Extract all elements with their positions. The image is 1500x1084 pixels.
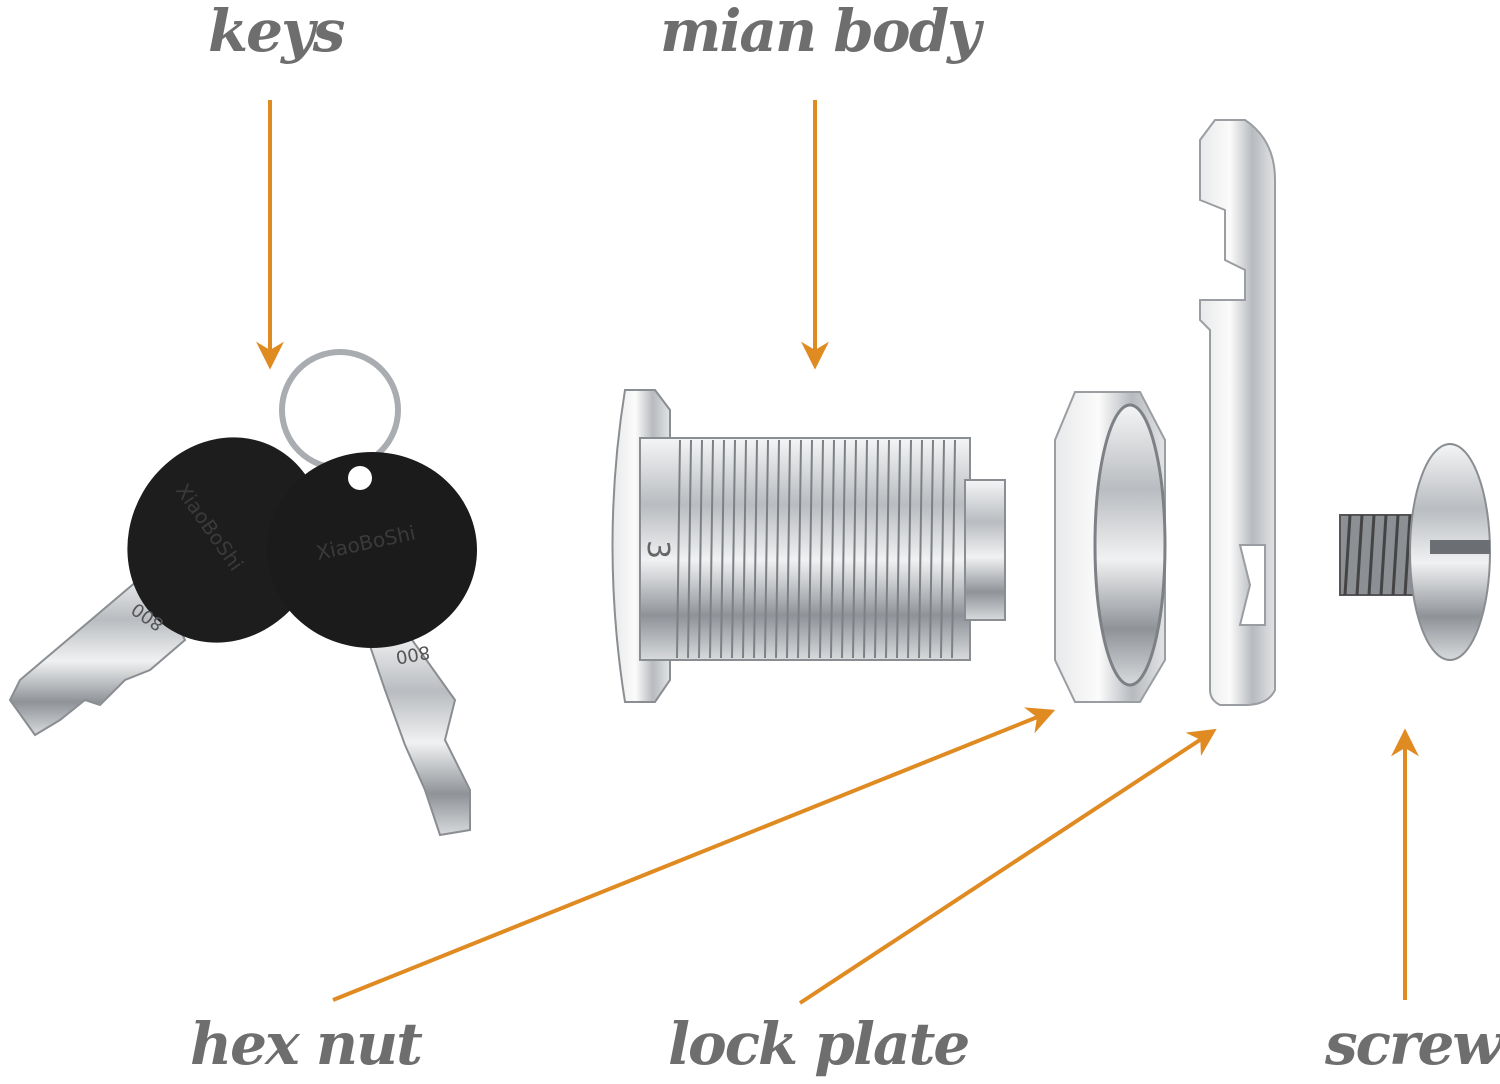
thread-ridge bbox=[775, 439, 780, 659]
key-hole bbox=[348, 466, 372, 490]
body-tab bbox=[964, 479, 1006, 621]
lock-plate-illustration bbox=[1199, 119, 1276, 706]
screw-illustration bbox=[1339, 443, 1491, 661]
thread-ridge bbox=[731, 439, 736, 659]
thread-ridge bbox=[742, 439, 747, 659]
thread-ridge bbox=[852, 439, 857, 659]
label-lock-plate: lock plate bbox=[668, 1010, 970, 1078]
thread-ridge bbox=[808, 439, 813, 659]
thread-ridge bbox=[863, 439, 868, 659]
thread-ridge bbox=[720, 439, 725, 659]
key-blade-right bbox=[366, 628, 471, 837]
key-head-left bbox=[127, 437, 323, 643]
screw-thread-lines bbox=[1343, 514, 1412, 596]
key-head-right bbox=[267, 452, 477, 648]
thread-ridge bbox=[753, 439, 758, 659]
keys-illustration: XiaoBoShi XiaoBoShi 800 800 bbox=[8, 349, 477, 837]
thread-ridge bbox=[841, 439, 846, 659]
thread-ridge bbox=[918, 439, 923, 659]
thread-ridge bbox=[687, 439, 692, 659]
arrow-hex-nut bbox=[332, 707, 1056, 1002]
thread-ridge bbox=[786, 439, 791, 659]
label-keys: keys bbox=[208, 0, 345, 65]
thread-ridge bbox=[951, 439, 956, 659]
thread-ridge bbox=[907, 439, 912, 659]
thread-ridge bbox=[830, 439, 835, 659]
arrows bbox=[256, 100, 1419, 1005]
thread-ridge bbox=[885, 439, 890, 659]
thread-ridge bbox=[676, 439, 681, 659]
hex-nut-hole bbox=[1093, 403, 1167, 687]
label-main-body: mian body bbox=[660, 0, 981, 65]
thread-ridge bbox=[698, 439, 703, 659]
label-hex-nut: hex nut bbox=[190, 1010, 423, 1078]
thread-ridge bbox=[940, 439, 945, 659]
screw-slot bbox=[1430, 540, 1490, 554]
main-body-illustration: 3 bbox=[611, 389, 1006, 703]
thread-ridge bbox=[797, 439, 802, 659]
lock-plate-slot bbox=[1238, 544, 1266, 626]
thread-ridge bbox=[874, 439, 879, 659]
body-thread-ridges bbox=[676, 439, 956, 659]
body-number: 3 bbox=[640, 540, 675, 559]
thread-ridge bbox=[896, 439, 901, 659]
thread-ridge bbox=[709, 439, 714, 659]
label-screw: screw bbox=[1325, 1010, 1500, 1078]
thread-ridge bbox=[929, 439, 934, 659]
key-ring bbox=[279, 349, 401, 471]
hex-nut-illustration bbox=[1054, 391, 1167, 703]
thread-ridge bbox=[764, 439, 769, 659]
thread-ridge bbox=[819, 439, 824, 659]
key-blade-left bbox=[8, 568, 187, 737]
arrow-lock-plate bbox=[798, 728, 1217, 1005]
